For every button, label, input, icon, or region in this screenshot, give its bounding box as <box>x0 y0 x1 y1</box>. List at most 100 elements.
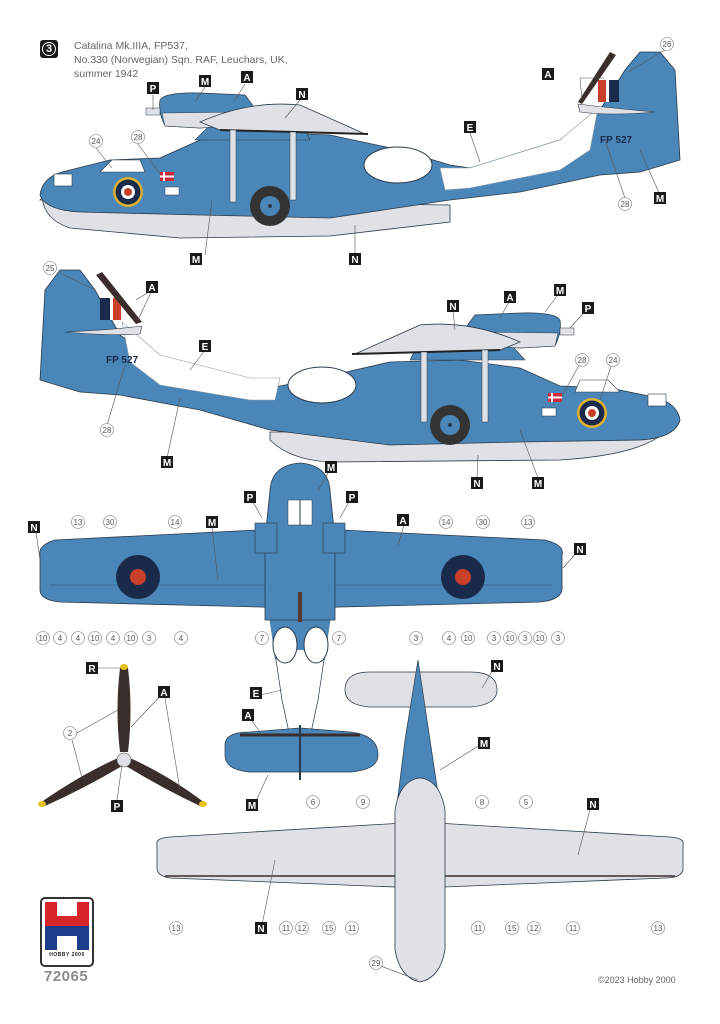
decal-12: 12 <box>298 924 307 933</box>
decal-14: 14 <box>171 518 180 527</box>
decal-14: 14 <box>442 518 451 527</box>
serial-right: FP 527 <box>106 355 138 366</box>
decal-28: 28 <box>103 426 112 435</box>
decal-10: 10 <box>464 634 473 643</box>
decal-13: 13 <box>654 924 663 933</box>
decal-28: 28 <box>621 200 630 209</box>
key-M: M <box>327 463 335 474</box>
key-N: N <box>298 90 305 101</box>
caption-line-2: No.330 (Norwegian) Sqn. RAF, Leuchars, U… <box>74 54 288 66</box>
decal-7: 7 <box>260 634 265 643</box>
profile-number: 3 <box>42 42 56 56</box>
decal-11: 11 <box>282 924 291 933</box>
key-N: N <box>589 800 596 811</box>
key-M: M <box>208 518 216 529</box>
key-N: N <box>449 302 456 313</box>
aircraft-caption: Catalina Mk.IIIA, FP537, No.330 (Norwegi… <box>74 39 304 81</box>
decal-11: 11 <box>348 924 357 933</box>
key-N: N <box>257 924 264 935</box>
decal-4: 4 <box>447 634 452 643</box>
logo-brand-text: HOBBY 2000 <box>49 952 85 958</box>
copyright: ©2023 Hobby 2000 <box>598 975 676 985</box>
key-A: A <box>243 73 250 84</box>
decal-3: 3 <box>147 634 152 643</box>
key-E: E <box>253 689 260 700</box>
key-A: A <box>160 688 167 699</box>
caption-line-3: summer 1942 <box>74 68 139 80</box>
decal-12: 12 <box>530 924 539 933</box>
decal-6: 6 <box>311 798 316 807</box>
decal-29: 29 <box>372 959 381 968</box>
decal-15: 15 <box>325 924 334 933</box>
left-side-profile: FP 527 P M A N E A M M N <box>39 37 681 266</box>
key-M: M <box>556 286 564 297</box>
decal-4: 4 <box>76 634 81 643</box>
key-M: M <box>480 739 488 750</box>
decal-3: 3 <box>492 634 497 643</box>
propeller-view: R A P 2 <box>38 662 207 813</box>
key-N: N <box>493 662 500 673</box>
decal-7: 7 <box>337 634 342 643</box>
decal-10: 10 <box>39 634 48 643</box>
decal-5: 5 <box>524 798 529 807</box>
key-M: M <box>163 458 171 469</box>
right-side-profile: FP 527 A E M N A M P N M <box>39 261 681 490</box>
decal-4: 4 <box>179 634 184 643</box>
key-R: R <box>88 664 96 675</box>
key-N: N <box>576 545 583 556</box>
decal-4: 4 <box>111 634 116 643</box>
profile-number-badge: 3 <box>40 40 58 58</box>
key-A: A <box>399 516 406 527</box>
key-P: P <box>247 493 254 504</box>
key-M: M <box>192 255 200 266</box>
kit-number: 72065 <box>44 968 89 985</box>
key-E: E <box>467 123 474 134</box>
decal-9: 9 <box>361 798 366 807</box>
key-N: N <box>473 479 480 490</box>
decal-10: 10 <box>127 634 136 643</box>
bottom-view: N M N N 6 9 8 5 13 11 12 15 11 11 15 12 … <box>156 659 684 983</box>
key-P: P <box>114 802 121 813</box>
top-view: N M A N P P M E A M 13 30 14 14 30 13 <box>28 461 586 812</box>
key-N: N <box>351 255 358 266</box>
decal-3: 3 <box>414 634 419 643</box>
serial-left: FP 527 <box>600 135 632 146</box>
decal-4: 4 <box>58 634 63 643</box>
decal-2: 2 <box>68 729 73 738</box>
decal-13: 13 <box>172 924 181 933</box>
decal-8: 8 <box>480 798 485 807</box>
decal-10: 10 <box>91 634 100 643</box>
key-P: P <box>150 84 157 95</box>
key-A: A <box>506 293 513 304</box>
decal-25: 25 <box>46 264 55 273</box>
decal-24: 24 <box>609 356 618 365</box>
decal-10: 10 <box>536 634 545 643</box>
key-A: A <box>244 711 251 722</box>
caption-line-1: Catalina Mk.IIIA, FP537, <box>74 40 188 52</box>
decal-11: 11 <box>569 924 578 933</box>
decal-28: 28 <box>578 356 587 365</box>
decal-15: 15 <box>508 924 517 933</box>
key-N: N <box>30 523 37 534</box>
key-A: A <box>148 283 155 294</box>
decal-24: 24 <box>92 137 101 146</box>
key-P: P <box>349 493 356 504</box>
decal-3: 3 <box>556 634 561 643</box>
hobby-2000-logo: HOBBY 2000 <box>40 897 94 967</box>
key-M: M <box>201 77 209 88</box>
key-A: A <box>544 70 551 81</box>
decal-26: 26 <box>663 40 672 49</box>
key-M: M <box>248 801 256 812</box>
key-E: E <box>202 342 209 353</box>
decal-10: 10 <box>506 634 515 643</box>
decal-30: 30 <box>479 518 488 527</box>
decal-3: 3 <box>523 634 528 643</box>
decal-30: 30 <box>106 518 115 527</box>
decal-13: 13 <box>74 518 83 527</box>
decal-13: 13 <box>524 518 533 527</box>
decal-11: 11 <box>474 924 483 933</box>
key-M: M <box>656 194 664 205</box>
key-M: M <box>534 479 542 490</box>
decal-28: 28 <box>134 133 143 142</box>
